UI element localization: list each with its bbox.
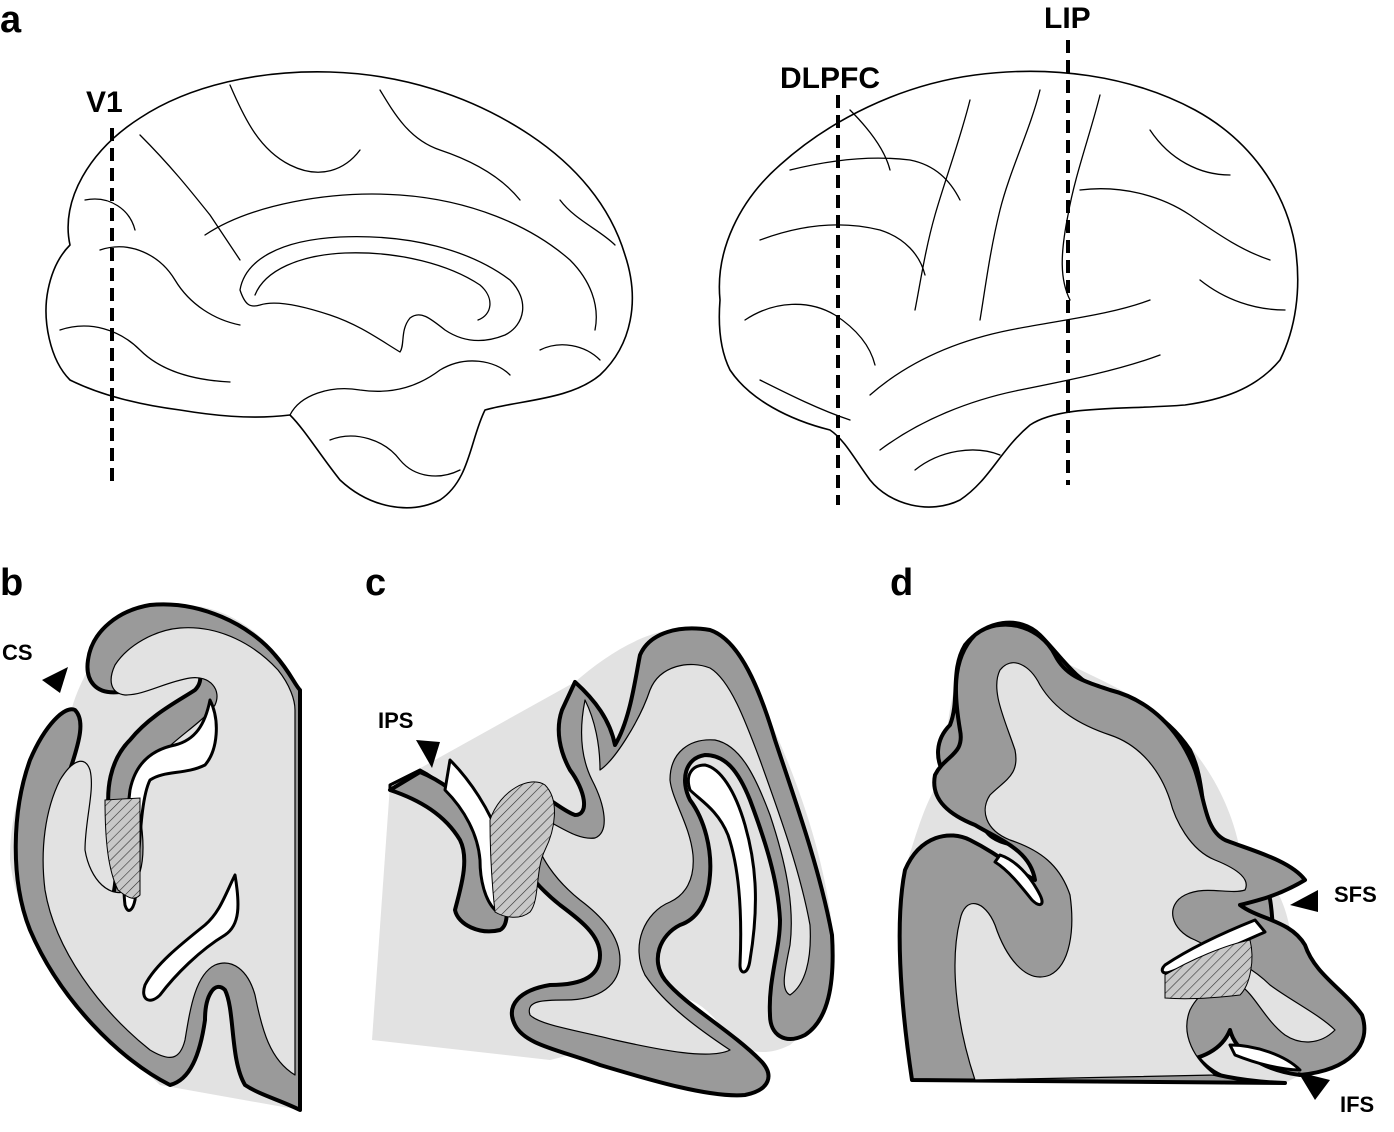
- lateral-gyrus-2: [1149, 129, 1231, 176]
- panel-a-letter: a: [0, 0, 22, 41]
- sfs-arrowhead: [1290, 890, 1318, 912]
- sylvian-fissure: [869, 299, 1151, 396]
- ips-arrowhead: [416, 740, 440, 768]
- inferior-frontal-sulcus: [759, 224, 926, 276]
- precentral-sulcus: [914, 99, 971, 311]
- panel-d: d SFS IFS: [890, 562, 1377, 1117]
- postcentral-sulcus: [1061, 94, 1101, 301]
- panel-c-letter: c: [365, 562, 386, 604]
- medial-gyrus-9: [84, 198, 136, 231]
- panel-c-sulcus-2: [686, 763, 757, 974]
- lateral-brain-outline: [718, 70, 1299, 508]
- callosum-inner: [254, 252, 491, 321]
- panel-a: a: [0, 0, 1299, 509]
- superior-frontal-sulcus: [789, 157, 961, 201]
- medial-gyrus-6: [289, 360, 511, 416]
- cs-arrowhead: [42, 667, 68, 693]
- medial-gyrus-7: [329, 435, 461, 477]
- panel-d-letter: d: [890, 562, 913, 604]
- ips-label: IPS: [378, 708, 413, 733]
- lateral-gyrus-3: [1199, 279, 1286, 311]
- cingulate-sulcus: [204, 193, 597, 331]
- ifs-label: IFS: [1340, 1092, 1374, 1117]
- lateral-gyrus-5: [849, 109, 891, 171]
- medial-gyrus-8: [539, 344, 601, 361]
- panel-b-letter: b: [0, 562, 23, 604]
- central-sulcus: [979, 89, 1041, 321]
- panel-b-inner-boundary: [42, 627, 296, 1076]
- medial-brain-view: [45, 71, 634, 509]
- medial-gyrus-10: [559, 199, 616, 246]
- intraparietal-sulcus: [1079, 188, 1271, 261]
- cs-label: CS: [2, 640, 33, 665]
- panel-c-roi: [489, 781, 555, 918]
- medial-gyrus-1: [139, 134, 241, 261]
- dlpfc-label: DLPFC: [780, 62, 880, 95]
- lateral-brain-view: [718, 70, 1299, 508]
- panel-b: b CS: [0, 562, 302, 1112]
- lateral-gyrus-6: [759, 379, 851, 421]
- panel-b-sulcus-gap: [122, 698, 218, 912]
- panel-d-ifs-gap: [1228, 1043, 1302, 1072]
- superior-temporal-sulcus: [879, 354, 1161, 451]
- lip-label: LIP: [1044, 2, 1091, 35]
- panel-d-upper-gap: [993, 853, 1044, 907]
- medial-gyrus-4: [99, 246, 241, 326]
- v1-label: V1: [86, 86, 123, 119]
- lateral-gyrus-1: [744, 303, 876, 366]
- panel-b-sulcus-gap-2: [142, 873, 240, 1002]
- lateral-gyrus-4: [914, 449, 1001, 471]
- sfs-label: SFS: [1334, 882, 1377, 907]
- panel-b-roi: [104, 797, 141, 899]
- corpus-callosum: [239, 235, 524, 353]
- medial-gyrus-2: [229, 84, 361, 173]
- medial-brain-outline: [45, 71, 634, 509]
- panel-c: c IPS: [365, 562, 835, 1098]
- panel-d-roi: [1164, 939, 1253, 1000]
- medial-gyrus-5: [59, 325, 231, 383]
- ifs-arrowhead: [1298, 1072, 1330, 1100]
- medial-gyrus-3: [379, 89, 521, 201]
